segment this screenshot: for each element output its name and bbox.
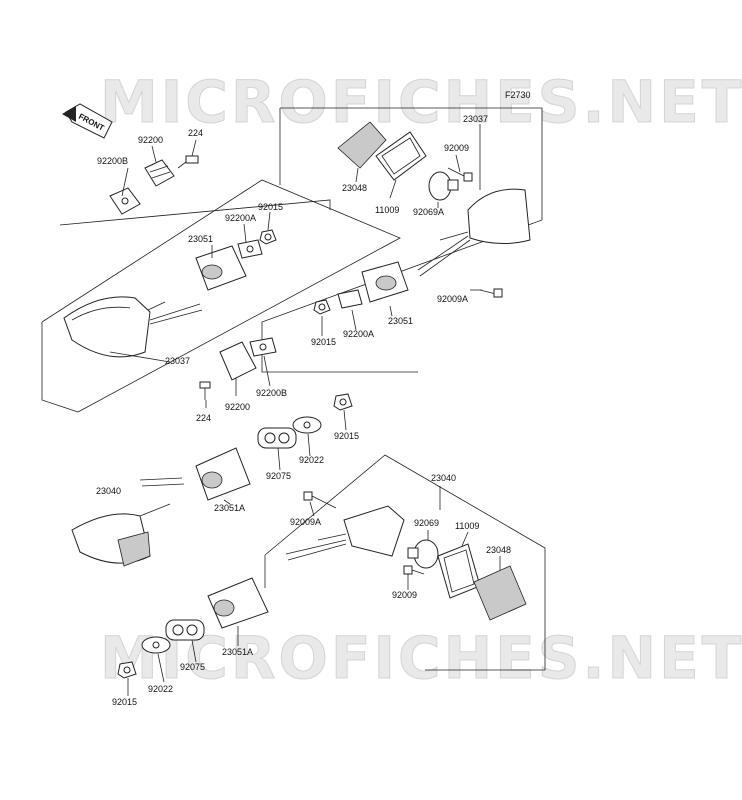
part-92015-nut-middle	[333, 393, 353, 411]
part-92200A-right	[337, 289, 363, 309]
figure-code: F2730	[505, 90, 531, 100]
front-arrow-icon: FRONT	[62, 103, 113, 139]
watermark-top: MICROFICHES.NET	[100, 68, 742, 136]
label-92200-lower: 92200	[225, 402, 250, 412]
label-11009-upper: 11009	[375, 205, 399, 215]
part-92009A-screw-right	[479, 288, 503, 298]
part-92015-nut-upper	[259, 229, 277, 245]
part-92069A-bulb	[428, 171, 459, 201]
label-23051-right: 23051	[388, 316, 413, 326]
label-92015-right: 92015	[311, 337, 336, 347]
part-92200A-upper	[237, 239, 263, 259]
part-23051A-socket-middle	[195, 447, 251, 501]
label-92200A-upper: 92200A	[225, 213, 256, 223]
part-92200B-upper	[109, 187, 141, 215]
part-92015-nut-right	[313, 299, 331, 315]
label-92069A: 92069A	[413, 207, 444, 217]
label-23048-upper: 23048	[342, 183, 367, 193]
label-23037-right: 23037	[463, 114, 488, 124]
part-23051-socket-right	[361, 261, 409, 303]
label-92200-upper: 92200	[138, 135, 163, 145]
part-92075-grommet-middle	[257, 427, 297, 449]
part-92009A-screw-lower	[303, 491, 337, 509]
label-92200A-right: 92200A	[343, 329, 374, 339]
part-23037-turn-signal-right	[417, 188, 531, 277]
label-11009-lower: 11009	[455, 521, 479, 531]
part-23040-turn-signal-right	[285, 505, 405, 561]
part-224-screw-lower-left	[199, 381, 211, 400]
box-right-assembly-outline	[261, 107, 543, 373]
part-23040-turn-signal-left	[71, 477, 185, 567]
label-92200B-upper: 92200B	[97, 156, 128, 166]
part-92200B-lower-left	[249, 337, 277, 357]
label-92015-lower: 92015	[112, 697, 137, 707]
label-92075-lower: 92075	[180, 662, 205, 672]
box-left-assembly-outline	[41, 179, 401, 413]
part-23051-socket-left	[195, 245, 247, 291]
part-23037-turn-signal-left	[63, 296, 203, 358]
part-23048-lens-lower	[473, 565, 527, 621]
label-92009A-right: 92009A	[437, 294, 468, 304]
label-23051A-middle: 23051A	[214, 503, 245, 513]
part-224-screw-upper	[177, 155, 199, 169]
part-92022-washer-lower	[141, 636, 171, 654]
part-92069-bulb	[407, 539, 439, 569]
box-lower-right-outline	[264, 454, 546, 671]
label-224-upper: 224	[188, 128, 203, 138]
label-224-lower: 224	[196, 413, 211, 423]
label-92015-middle: 92015	[334, 431, 359, 441]
part-23051A-socket-lower	[207, 577, 269, 629]
leader-lines	[109, 124, 501, 696]
part-92075-grommet-lower	[165, 619, 205, 641]
label-23040-right: 23040	[431, 473, 456, 483]
part-92009-screw-upper	[447, 167, 473, 182]
watermark-bottom: MICROFICHES.NET	[100, 624, 742, 692]
label-23051A-lower: 23051A	[222, 647, 253, 657]
label-23037-left: 23037	[165, 356, 190, 366]
label-92075-middle: 92075	[266, 471, 291, 481]
label-92200B-lower: 92200B	[256, 388, 287, 398]
label-92009-upper: 92009	[444, 143, 469, 153]
label-92022-lower: 92022	[148, 684, 173, 694]
label-23048-lower: 23048	[486, 545, 511, 555]
label-92015-upper: 92015	[258, 202, 283, 212]
label-92069: 92069	[414, 518, 439, 528]
label-92009A-lower: 92009A	[290, 517, 321, 527]
part-92015-nut-lower	[117, 661, 137, 679]
label-23040-left: 23040	[96, 486, 121, 496]
label-92022-middle: 92022	[299, 455, 324, 465]
part-11009-gasket-lower	[437, 543, 481, 599]
part-23048-lens-upper	[337, 121, 387, 169]
label-92009-lower: 92009	[392, 590, 417, 600]
label-23051-left: 23051	[188, 234, 213, 244]
part-92022-washer-middle	[292, 416, 322, 434]
part-11009-gasket-upper	[375, 131, 427, 181]
box-left-top-edge	[59, 199, 331, 226]
part-92200-upper	[144, 159, 175, 187]
part-92200-lower-left	[219, 341, 257, 381]
